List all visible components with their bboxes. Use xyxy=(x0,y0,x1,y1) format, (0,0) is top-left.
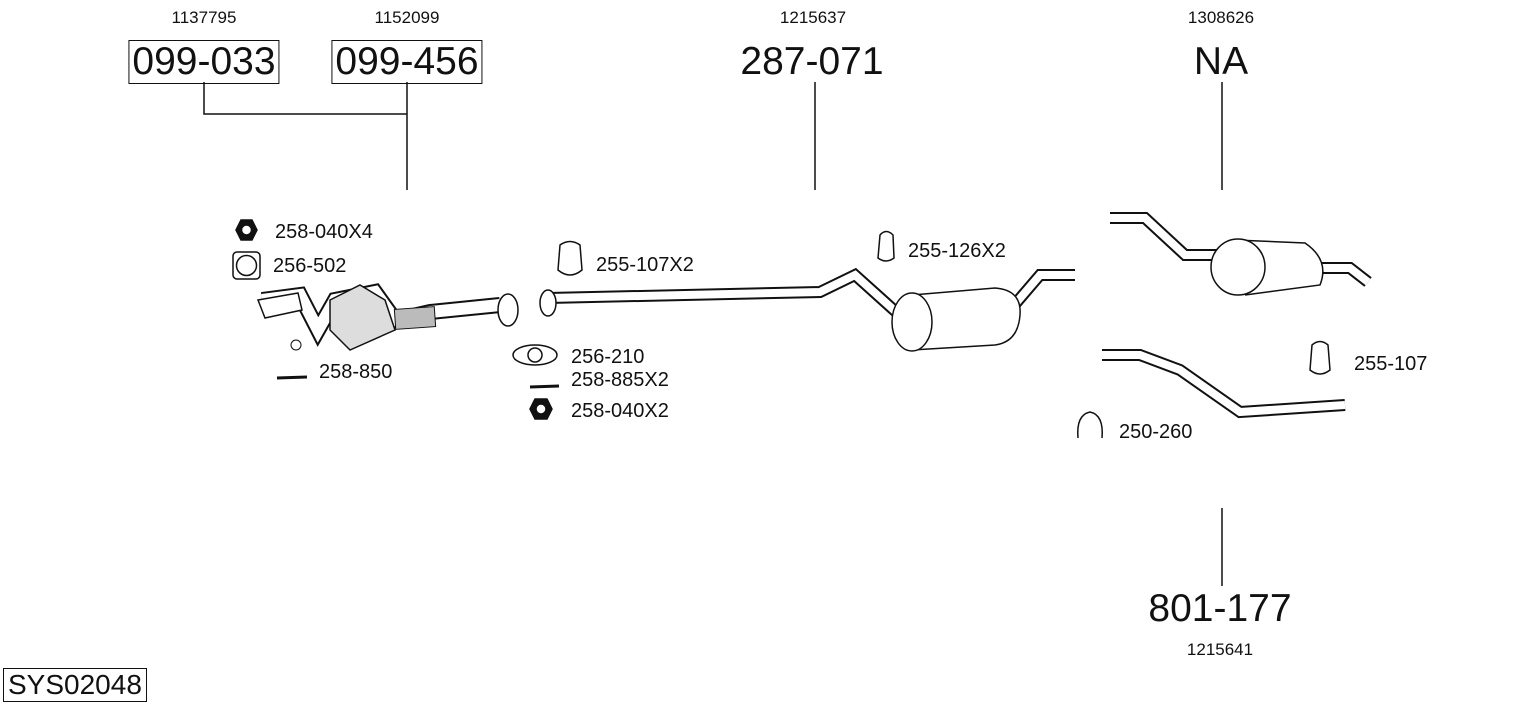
hardware-label[interactable]: 258-850 xyxy=(319,361,393,383)
hardware-label[interactable]: 256-210 xyxy=(571,346,645,368)
bolt-icon xyxy=(276,375,308,380)
system-id: SYS02048 xyxy=(3,668,147,702)
hardware-label[interactable]: 255-126X2 xyxy=(908,240,1006,262)
rubber-hanger-icon xyxy=(1309,340,1331,375)
part-code-801-177[interactable]: 801-177 xyxy=(1148,587,1292,630)
leader-lines xyxy=(203,82,1223,586)
part-code-287-071[interactable]: 287-071 xyxy=(740,40,884,83)
rubber-hanger-icon xyxy=(877,230,895,262)
clamp-icon xyxy=(1077,411,1103,439)
part-code-099-033[interactable]: 099-033 xyxy=(128,40,280,84)
hardware-label[interactable]: 255-107X2 xyxy=(596,254,694,276)
rear-pipe xyxy=(1102,349,1346,419)
rubber-hanger-icon xyxy=(557,240,583,276)
hardware-label[interactable]: 255-107 xyxy=(1354,353,1428,375)
middle-silencer xyxy=(539,267,1075,352)
hardware-label[interactable]: 256-502 xyxy=(273,255,347,277)
oe-number-099-456: 1152099 xyxy=(374,8,440,27)
oe-number-099-033: 1137795 xyxy=(171,8,237,27)
hardware-label[interactable]: 258-040X2 xyxy=(571,400,669,422)
catalytic-converter xyxy=(256,283,519,351)
hardware-label[interactable]: 250-260 xyxy=(1119,421,1193,443)
oe-number-287-071: 1215637 xyxy=(779,8,847,27)
part-code-na[interactable]: NA xyxy=(1193,40,1249,83)
oe-number-na: 1308626 xyxy=(1187,8,1255,27)
rear-silencer xyxy=(1110,212,1372,296)
hardware-label[interactable]: 258-040X4 xyxy=(275,221,373,243)
bolt-icon xyxy=(529,384,560,389)
part-code-099-456[interactable]: 099-456 xyxy=(331,40,483,84)
hardware-label[interactable]: 258-885X2 xyxy=(571,369,669,391)
oe-number-801-177: 1215641 xyxy=(1186,640,1254,659)
